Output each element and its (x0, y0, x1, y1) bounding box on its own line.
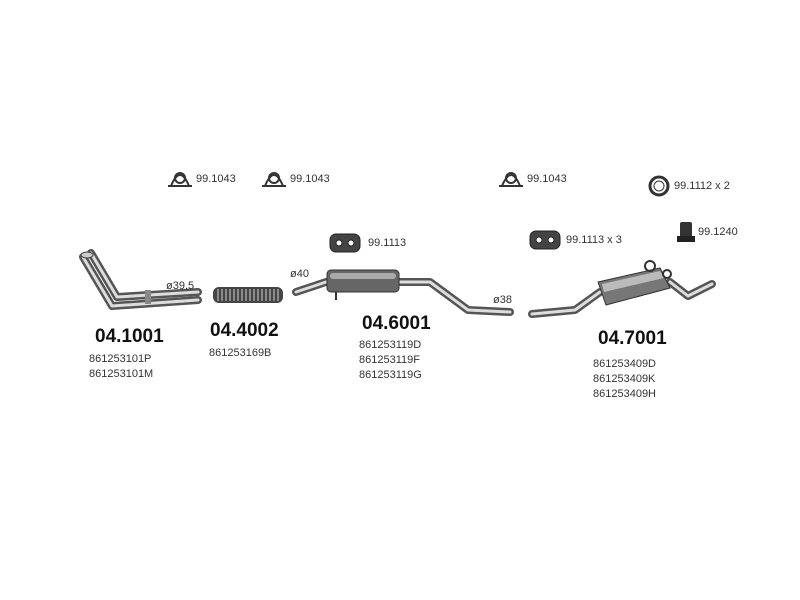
oem-list: 861253101P 861253101M (89, 352, 153, 382)
oem-number: 861253169B (209, 347, 272, 359)
part-number: 04.7001 (598, 328, 667, 349)
flex-pipe-drawing (213, 287, 283, 303)
diameter-label: ø40 (290, 268, 309, 280)
clamp-code: 99.1043 (196, 173, 236, 185)
oem-number: 861253409K (593, 373, 656, 385)
clamp-code: 99.1043 (290, 173, 330, 185)
diameter-label: ø39,5 (166, 280, 195, 292)
clamp-code: 99.1043 (527, 173, 567, 185)
rubber-buffer-code: 99.1240 (698, 226, 738, 238)
rubber-hanger-icon (529, 230, 561, 250)
rubber-hanger-icon (329, 233, 361, 253)
rubber-hanger-code: 99.1113 (368, 237, 407, 249)
clamp-icon (499, 172, 523, 187)
ring-code: 99.1112 x 2 (674, 180, 730, 192)
rubber-buffer-icon (677, 222, 695, 242)
oem-number: 861253101P (89, 353, 152, 365)
part-number: 04.4002 (210, 320, 279, 341)
oem-number: 861253409H (593, 388, 657, 400)
oem-number: 861253119G (359, 369, 422, 381)
ring-icon (648, 175, 670, 197)
clamp-icon (262, 172, 286, 187)
part-number: 04.6001 (362, 313, 431, 334)
oem-list: 861253409D 861253409K 861253409H (593, 357, 656, 402)
clamp-icon (168, 172, 192, 187)
oem-list: 861253169B (209, 346, 271, 361)
oem-number: 861253101M (89, 368, 154, 380)
oem-number: 861253119F (359, 354, 420, 366)
oem-number: 861253409D (593, 358, 657, 370)
rear-silencer-drawing (528, 260, 716, 318)
part-number: 04.1001 (95, 326, 164, 347)
rubber-hanger-code: 99.1113 x 3 (566, 234, 622, 246)
oem-list: 861253119D 861253119F 861253119G (359, 338, 422, 383)
centre-pipe-drawing (292, 269, 514, 316)
oem-number: 861253119D (359, 339, 422, 351)
front-pipe-drawing (79, 249, 202, 310)
diameter-label: ø38 (493, 294, 512, 306)
